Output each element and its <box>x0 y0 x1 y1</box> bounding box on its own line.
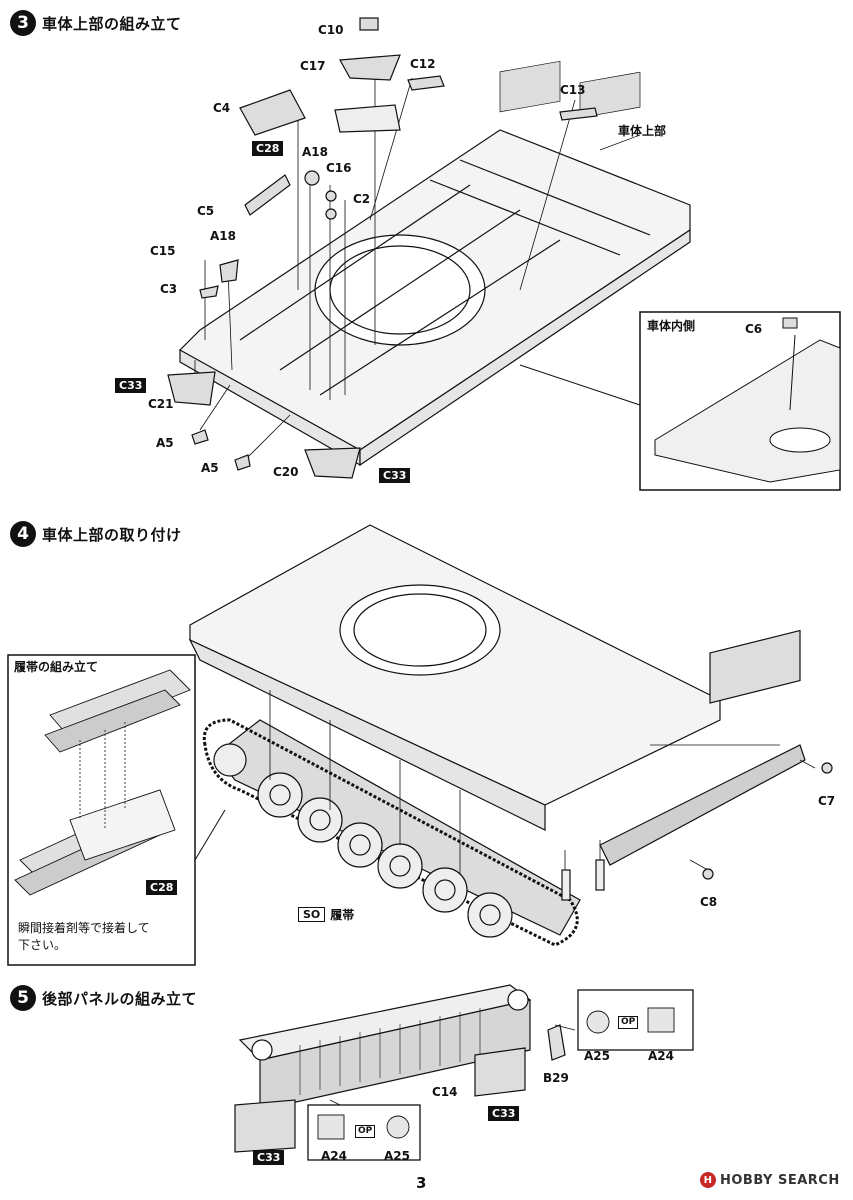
step3-number: 3 <box>10 10 36 36</box>
note-line-1: 瞬間接着剤等で接着して <box>18 921 150 935</box>
step5-header: 5 後部パネルの組み立て <box>10 985 197 1011</box>
part-label-c17: C17 <box>300 59 326 73</box>
part-label-c14: C14 <box>432 1085 458 1099</box>
part-badge-c33-left: C33 <box>253 1150 285 1165</box>
part-label-c16: C16 <box>326 161 352 175</box>
hull-assembly-drawing <box>188 524 833 947</box>
part-label-a5-2: A5 <box>201 461 219 475</box>
rear-panel-drawing <box>234 984 576 1153</box>
op-badge-right: OP <box>618 1016 639 1029</box>
hull-upper-drawing <box>179 60 691 467</box>
part-label-c5: C5 <box>197 204 215 218</box>
part-badge-c33-right: C33 <box>379 468 411 483</box>
track-label: 履帯 <box>330 908 355 922</box>
inset-title-hull-inner: 車体内側 <box>647 319 696 333</box>
part-label-c12: C12 <box>410 57 436 71</box>
watermark-text: HOBBY SEARCH <box>720 1172 840 1188</box>
step5-number: 5 <box>10 985 36 1011</box>
so-badge: SO <box>298 907 326 922</box>
part-label-c2: C2 <box>353 192 371 206</box>
step3-title: 車体上部の組み立て <box>42 14 182 33</box>
part-badge-c28: C28 <box>252 141 284 156</box>
part-label-c6: C6 <box>745 322 763 336</box>
track-inset-note: 瞬間接着剤等で接着して 下さい。 <box>18 920 150 955</box>
track-callout: SO 履帯 <box>298 906 354 923</box>
label-hull-upper: 車体上部 <box>618 124 667 138</box>
step4-header: 4 車体上部の取り付け <box>10 521 182 547</box>
part-label-c3: C3 <box>160 282 178 296</box>
part-label-c10: C10 <box>318 23 344 37</box>
part-label-a18-top: A18 <box>302 145 328 159</box>
hobby-search-logo-icon: H <box>700 1172 716 1188</box>
track-inset-title: 履帯の組み立て <box>14 660 99 674</box>
part-badge-c33-left: C33 <box>115 378 147 393</box>
part-label-c4: C4 <box>213 101 231 115</box>
op-badge-left: OP <box>355 1125 376 1138</box>
part-label-a25-right: A25 <box>584 1049 610 1063</box>
part-badge-c28-track: C28 <box>146 880 178 895</box>
step4-number: 4 <box>10 521 36 547</box>
note-line-2: 下さい。 <box>18 938 67 953</box>
part-label-c13: C13 <box>560 83 586 97</box>
part-label-c21: C21 <box>148 397 174 411</box>
step3-header: 3 車体上部の組み立て <box>10 10 182 36</box>
step5-title: 後部パネルの組み立て <box>42 989 198 1008</box>
part-label-c8: C8 <box>700 895 718 909</box>
page-number: 3 <box>416 1174 427 1192</box>
part-label-a24-left: A24 <box>321 1149 347 1163</box>
part-label-a25-left: A25 <box>384 1149 410 1163</box>
part-label-a18: A18 <box>210 229 236 243</box>
part-label-a5-1: A5 <box>156 436 174 450</box>
watermark: H HOBBY SEARCH <box>700 1172 840 1188</box>
part-label-a24-right: A24 <box>648 1049 674 1063</box>
part-label-c20: C20 <box>273 465 299 479</box>
part-label-c7: C7 <box>818 794 836 808</box>
part-label-b29: B29 <box>543 1071 569 1085</box>
part-label-c15: C15 <box>150 244 176 258</box>
step4-title: 車体上部の取り付け <box>42 525 182 544</box>
part-badge-c33-right: C33 <box>488 1106 520 1121</box>
